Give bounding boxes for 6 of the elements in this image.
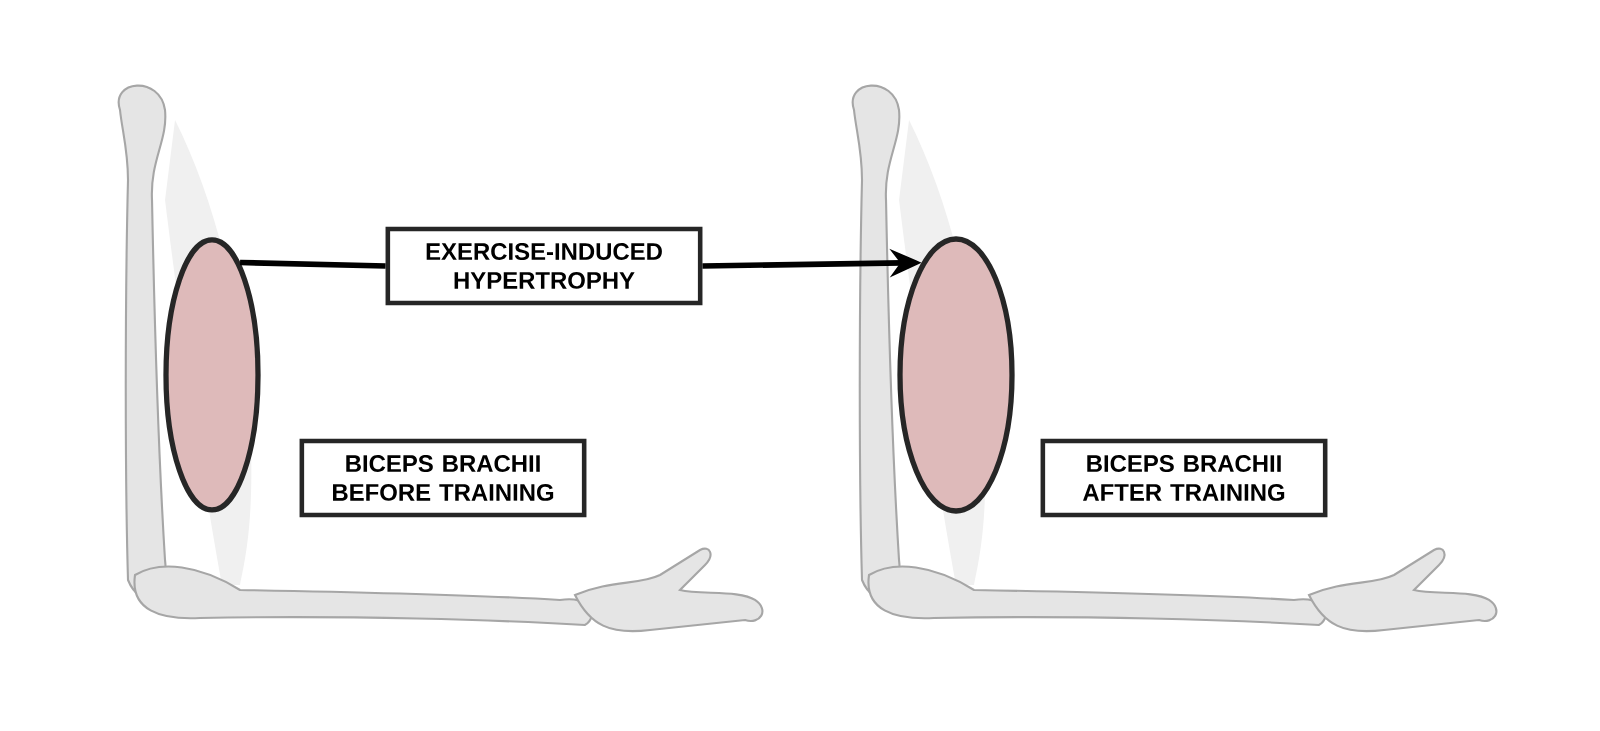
connector-line bbox=[240, 259, 386, 269]
label-box: BICEPS BRACHII AFTER TRAINING bbox=[1040, 438, 1328, 518]
label-box: EXERCISE-INDUCED HYPERTROPHY bbox=[385, 226, 703, 306]
label-box: BICEPS BRACHII BEFORE TRAINING bbox=[299, 438, 587, 518]
muscle-ellipse bbox=[163, 237, 261, 513]
muscle-ellipse bbox=[897, 236, 1015, 514]
